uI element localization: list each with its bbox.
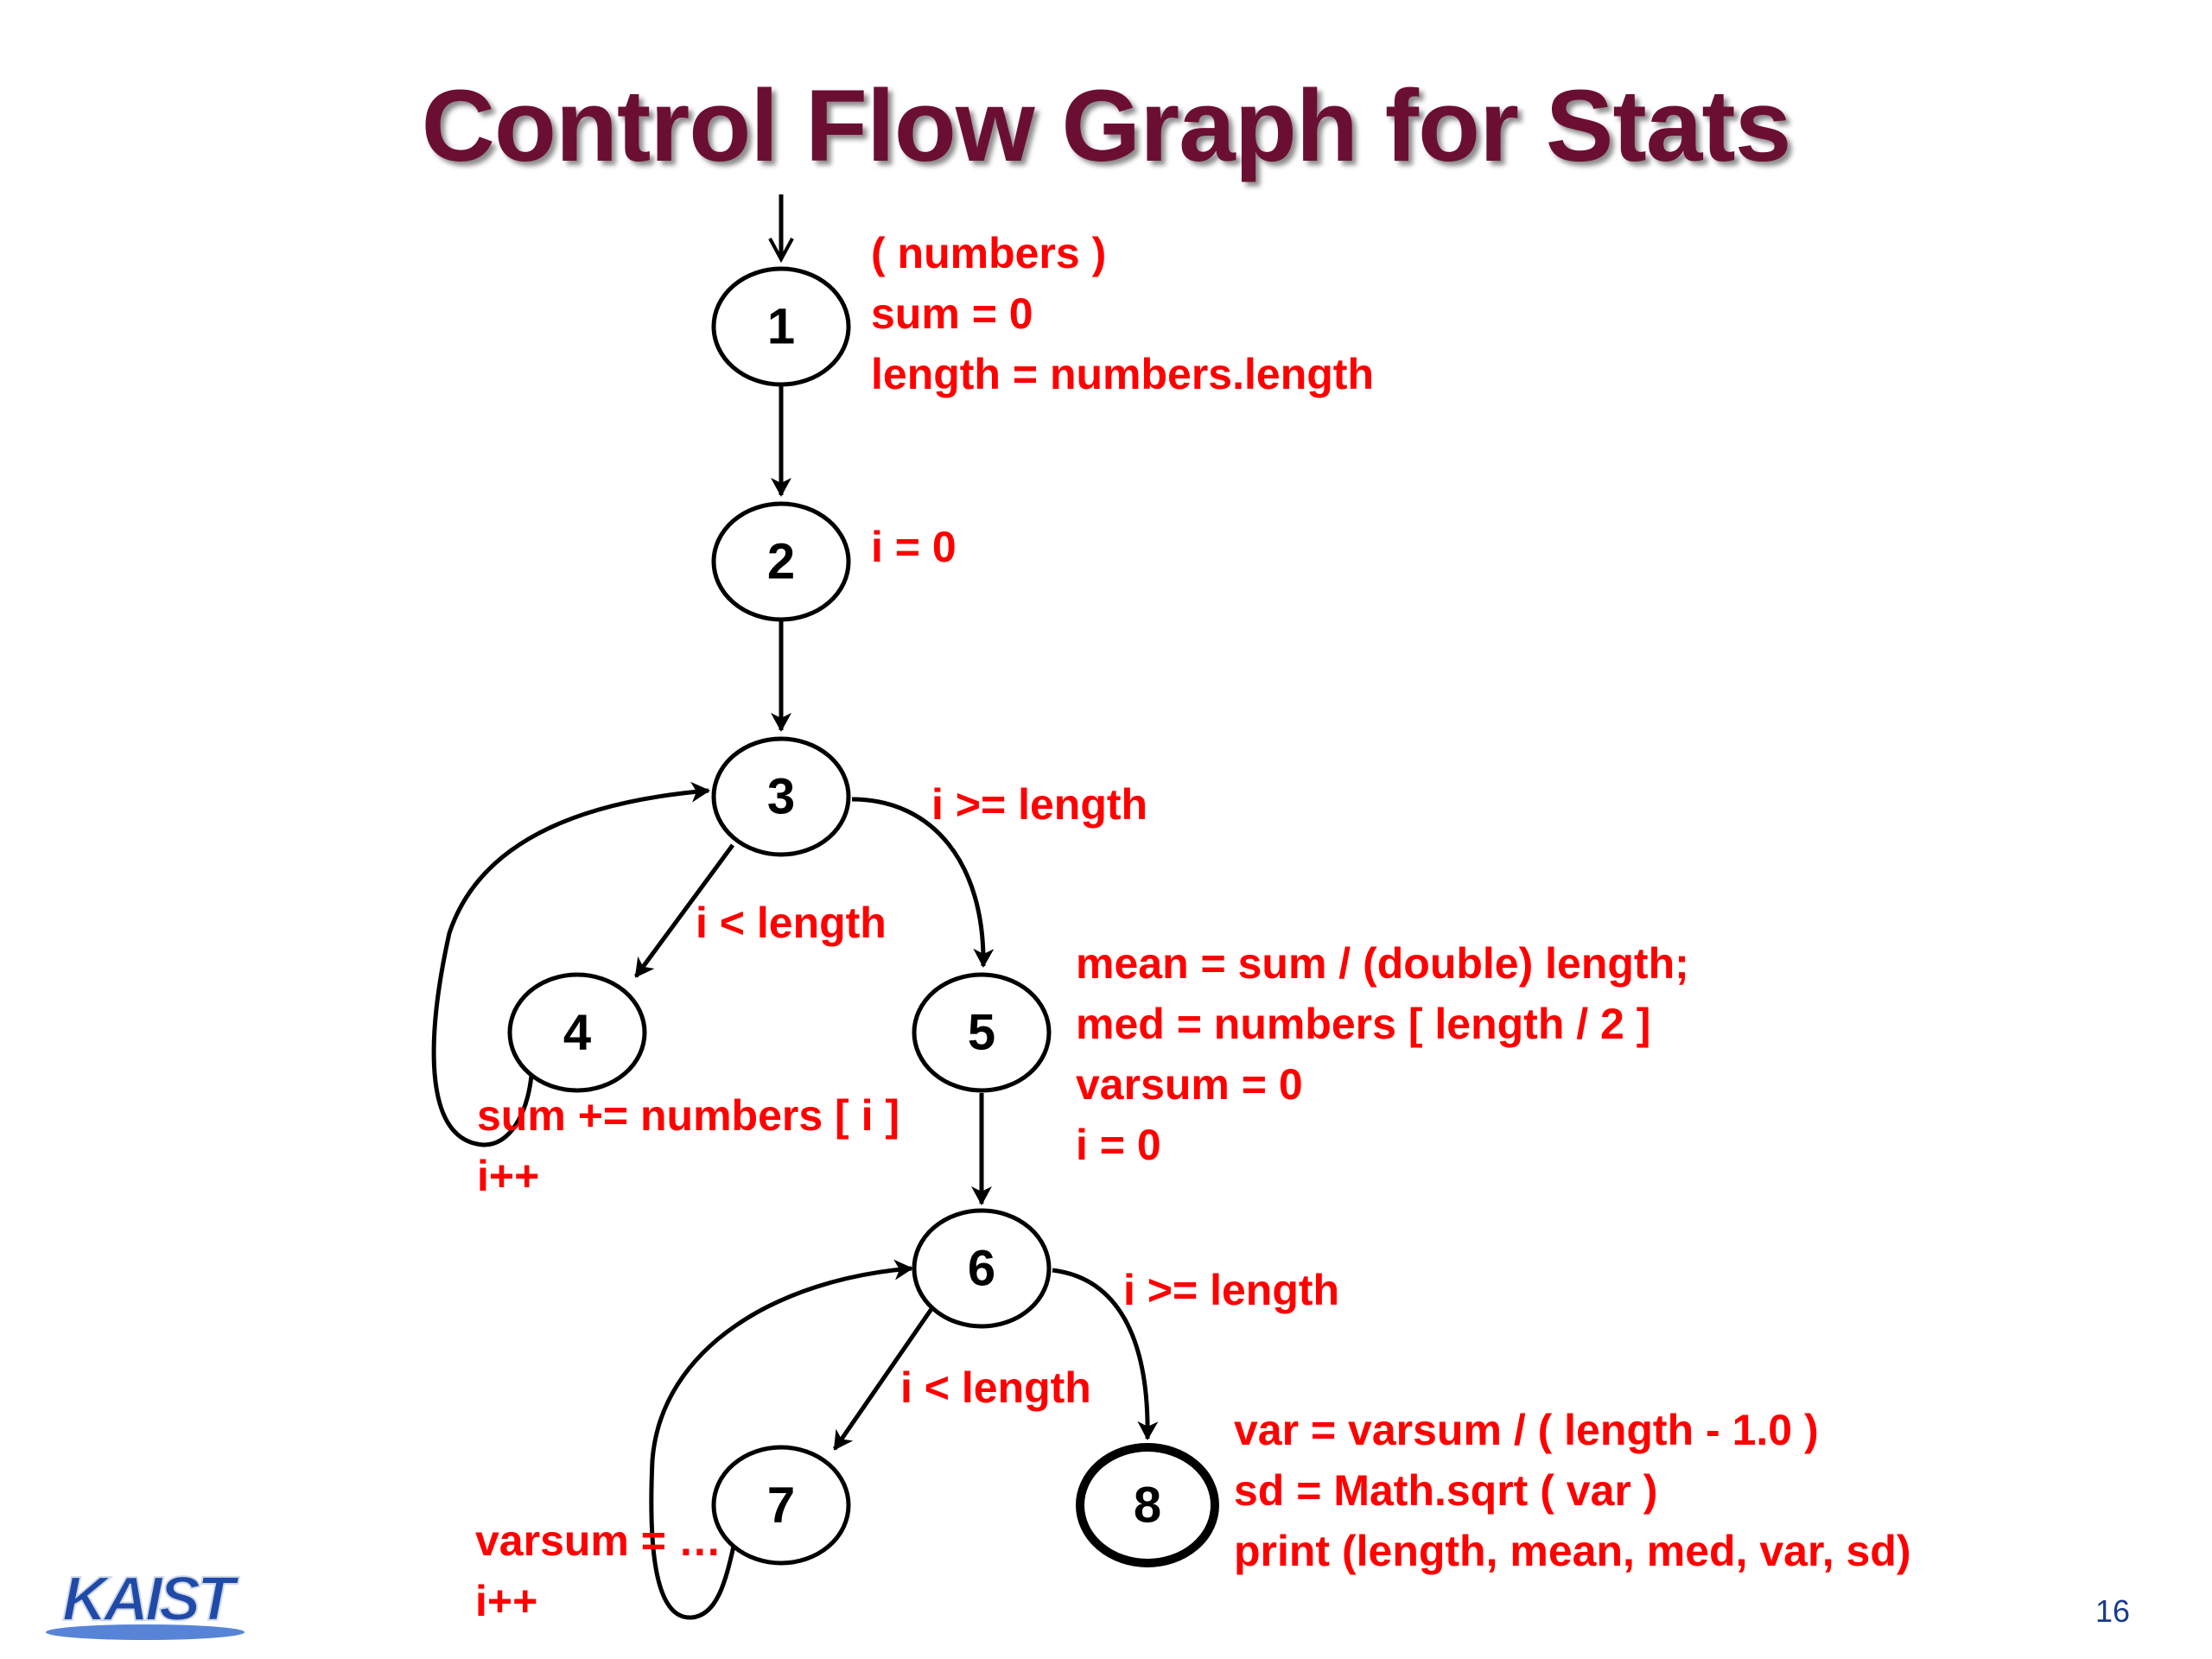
node-1-label: 1 [767,299,795,355]
node-6: 6 [912,1208,1052,1329]
kaist-logo: KAIST [43,1560,251,1646]
node-1-annotation: ( numbers ) sum = 0 length = numbers.len… [871,229,1374,398]
node-8-annotation: var = varsum / ( length - 1.0 ) sd = Mat… [1234,1406,1910,1575]
edge-label-3-4: i < length [696,899,887,947]
node-1-line-1: ( numbers ) [871,229,1106,277]
edge-3-5 [851,797,995,968]
node-8-exit: 8 [1076,1443,1219,1567]
kaist-logo-graphic: KAIST [46,1564,245,1640]
node-7-annotation: varsum = … i++ [475,1516,734,1625]
edge-label-6-8: i >= length [1123,1266,1339,1314]
node-2-line-1: i = 0 [871,523,957,571]
node-4: 4 [507,972,647,1093]
node-4-line-2: i++ [477,1152,539,1200]
node-4-line-1: sum += numbers [ i ] [477,1091,899,1140]
node-8-line-1: var = varsum / ( length - 1.0 ) [1234,1406,1819,1454]
node-7-line-1: varsum = … [475,1516,721,1565]
node-5-line-4: i = 0 [1076,1121,1161,1169]
node-4-label: 4 [563,1005,591,1061]
node-5-line-1: mean = sum / (double) length; [1076,939,1689,988]
node-3-label: 3 [767,769,795,825]
kaist-logo-text: KAIST [62,1565,240,1634]
node-6-label: 6 [968,1241,995,1297]
node-2-label: 2 [767,534,795,590]
edge-3-4 [633,843,735,978]
node-3: 3 [711,736,851,857]
node-5-label: 5 [968,1005,995,1061]
node-5-annotation: mean = sum / (double) length; med = numb… [1076,939,1701,1169]
node-4-annotation: sum += numbers [ i ] i++ [477,1091,912,1200]
page-number: 16 [2095,1593,2131,1629]
edge-4-3 [431,781,710,1147]
edge-6-7 [832,1305,936,1451]
node-1-line-3: length = numbers.length [871,350,1374,398]
node-7-line-2: i++ [475,1577,537,1625]
edge-label-6-7: i < length [900,1363,1091,1412]
slide-title: Control Flow Graph for Stats [421,69,1792,183]
edge-label-3-5: i >= length [931,780,1147,829]
node-5: 5 [912,972,1052,1093]
node-2-annotation: i = 0 [871,523,957,571]
node-8-label: 8 [1134,1478,1161,1534]
node-2: 2 [711,501,851,622]
node-8-line-3: print (length, mean, med, var, sd) [1234,1527,1910,1575]
edge-6-8 [1052,1268,1159,1440]
node-5-line-2: med = numbers [ length / 2 ] [1076,1000,1650,1048]
node-8-line-2: sd = Math.sqrt ( var ) [1234,1466,1657,1515]
node-1: 1 [711,266,851,387]
edge-7-6 [649,1259,913,1620]
node-7: 7 [711,1445,851,1566]
node-5-line-3: varsum = 0 [1076,1060,1303,1109]
node-7-label: 7 [767,1478,795,1534]
node-1-line-2: sum = 0 [871,289,1033,338]
